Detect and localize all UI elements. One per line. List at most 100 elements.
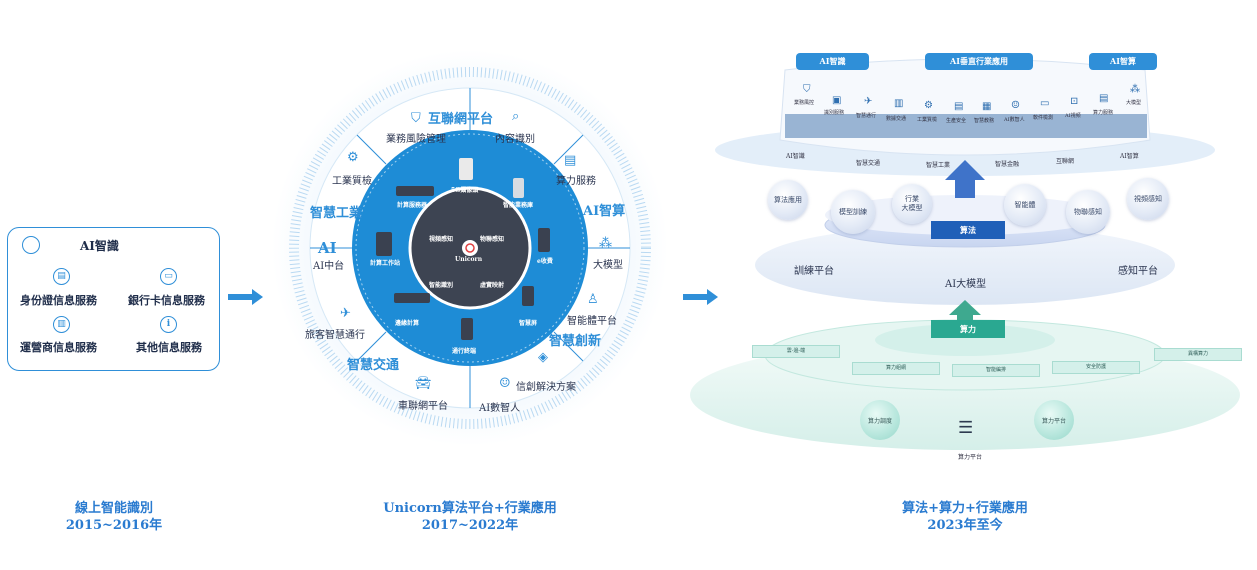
- photo-label-ai-recognition: AI智識: [786, 153, 805, 160]
- caption-panel1: 線上智能識別 2015~2016年: [44, 500, 184, 534]
- core-iot: 物聯感知: [480, 236, 505, 243]
- info-icon: i: [160, 316, 177, 333]
- edge-device: [394, 293, 430, 303]
- sphere-iot: 物聯感知: [1066, 190, 1110, 234]
- training-platform-label: 訓練平台: [794, 266, 834, 277]
- segment-smart-traffic-title: 智慧交通: [347, 358, 400, 373]
- sphere-compute-dispatch: 算力調度: [860, 400, 900, 440]
- segment-smart-industry-title: 智慧工業: [310, 206, 363, 221]
- arm-icon: ⚙: [924, 100, 933, 111]
- arrow-1-shaft: [228, 294, 254, 300]
- transport-icon: ▥: [894, 98, 904, 109]
- module-data-traffic: 數據交通: [886, 116, 907, 122]
- photo-label-internet: 互聯網: [1056, 158, 1075, 165]
- module-recognition: 識別服務: [824, 110, 845, 116]
- sphere-compute-platform: 算力平台: [1034, 400, 1074, 440]
- caption-panel2-years: 2017~2022年: [421, 518, 519, 533]
- inner-etc: e收費: [537, 258, 553, 265]
- db-device: [513, 178, 524, 198]
- compute-tag-cloud-edge: 雲-邊-端: [752, 345, 840, 358]
- stack-diagram: [690, 58, 1240, 450]
- service-label-bank-card: 銀行卡信息服務: [128, 294, 205, 307]
- compute-tag-network: 算力組網: [852, 362, 940, 375]
- wheel-tick-ring: [289, 67, 651, 429]
- inner-edge: 邊緣計算: [395, 320, 420, 327]
- photo-label-industry: 智慧工業: [926, 162, 951, 169]
- segment-traveler: 旅客智慧通行: [305, 330, 365, 341]
- segment-xinchuang: 信創解決方案: [516, 382, 576, 393]
- workstation-device: [376, 232, 392, 256]
- network-icon: ⁂: [599, 236, 612, 251]
- cube-icon: ◈: [538, 350, 548, 365]
- module-video: AI視頻: [1065, 113, 1081, 119]
- caption-panel1-title: 線上智能識別: [74, 501, 153, 516]
- segment-innovation-title: 智慧創新: [549, 334, 602, 349]
- compute-block: 算力: [931, 320, 1005, 338]
- segment-compute-service: 算力服務: [556, 176, 596, 187]
- server-icon: ▤: [564, 153, 577, 168]
- photo-label-compute: AI智算: [1120, 153, 1139, 160]
- core-center: Unicorn: [455, 256, 483, 263]
- arrow-2-shaft: [683, 294, 709, 300]
- sphere-video: 視頻感知: [1127, 178, 1169, 220]
- module-education: 智慧教務: [974, 118, 995, 124]
- arrow-1-head: [252, 289, 263, 305]
- core-video: 視頻感知: [429, 236, 454, 243]
- tag-ai-compute: AI智算: [1089, 53, 1157, 70]
- camera-device: [459, 158, 473, 180]
- caption-panel3-years: 2023年至今: [927, 518, 1003, 533]
- segment-ai-platform: AI中台: [313, 261, 345, 272]
- ai-model-label: AI大模型: [945, 279, 987, 290]
- compute-center-label: 算力平台: [958, 454, 983, 461]
- inner-terminal: 通行終端: [452, 348, 477, 355]
- sphere-industry-model: 行業 大模型: [892, 184, 932, 224]
- core-recognition: 智能識別: [429, 282, 454, 289]
- service-label-id-card: 身份證信息服務: [20, 294, 97, 307]
- inner-smart-db: 智能業務庫: [503, 202, 534, 209]
- sphere-algo-app: 算法應用: [768, 180, 808, 220]
- model-disk: [755, 225, 1175, 305]
- inner-5g-camera: 5G攝像頭: [451, 187, 479, 194]
- service-label-carrier: 運營商信息服務: [20, 341, 97, 354]
- caption-panel2-title: Unicorn算法平台+行業應用: [383, 501, 557, 516]
- caption-panel2: Unicorn算法平台+行業應用 2017~2022年: [370, 500, 570, 534]
- segment-content: 內容識別: [495, 134, 535, 145]
- module-smart-pass: 智慧通行: [856, 113, 877, 119]
- safety-icon: ▤: [954, 101, 964, 112]
- inner-smart-screen: 智慧屏: [519, 320, 538, 327]
- module-risk: 業務風控: [794, 100, 815, 106]
- segment-iov: 車聯網平台: [398, 401, 448, 412]
- wheel-dividers: [310, 88, 630, 408]
- photo-label-finance: 智慧金融: [995, 161, 1020, 168]
- tag-ai-recognition: AI智識: [796, 53, 869, 70]
- inner-server: 計算服務器: [397, 202, 428, 209]
- screen-device: [522, 286, 534, 306]
- algorithm-block: 算法: [931, 221, 1005, 239]
- server-device: [396, 186, 434, 196]
- module-digital-human: AI數智人: [1004, 117, 1025, 123]
- search-document-icon: ⌕: [512, 109, 520, 124]
- algo-up-arrow: [945, 160, 985, 198]
- module-compute-service: 算力服務: [1093, 110, 1114, 116]
- segment-agent-platform: 智能體平台: [567, 316, 617, 327]
- terminal-device: [461, 318, 473, 340]
- plane-icon: ✈: [864, 96, 873, 107]
- compute-tag-security: 安全防護: [1052, 361, 1140, 374]
- module-large-model: 大模型: [1126, 100, 1142, 106]
- segment-internet-title: 互聯網平台: [428, 112, 494, 127]
- compute-tag-heterogeneous: 異構算力: [1154, 348, 1242, 361]
- id-card-icon: ▤: [53, 268, 70, 285]
- car-icon: 🚘︎: [415, 376, 432, 391]
- compute-service-icon: ▤: [1099, 93, 1109, 104]
- inner-workstation: 計算工作站: [370, 260, 401, 267]
- shield-icon: ⛉: [411, 111, 421, 126]
- model-icon: ⁂: [1130, 84, 1140, 95]
- caption-panel3: 算法+算力+行業應用 2023年至今: [880, 500, 1050, 534]
- caption-panel1-years: 2015~2016年: [65, 518, 163, 533]
- segment-large-model: 大模型: [593, 260, 623, 271]
- platform-wheel: [272, 50, 668, 446]
- segment-ai-title: AI: [318, 239, 337, 257]
- segment-industrial-inspect: 工業質檢: [332, 176, 372, 187]
- etc-device: [538, 228, 550, 252]
- core-mapping: 虛實映射: [480, 282, 505, 289]
